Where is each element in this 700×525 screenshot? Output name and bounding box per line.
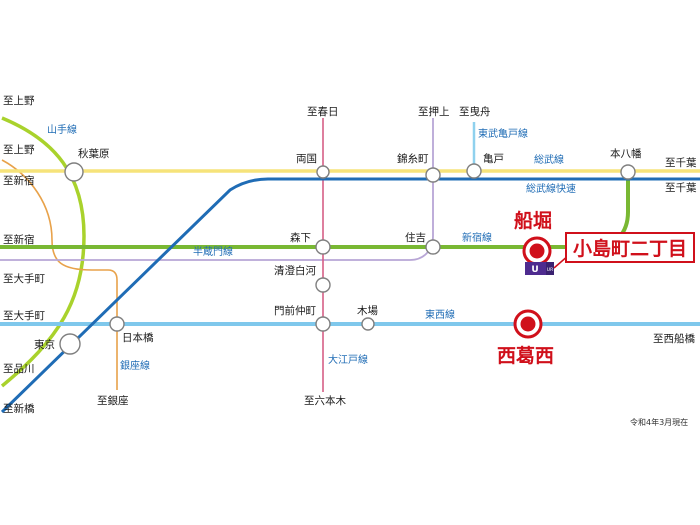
station-morishita-name: 森下: [290, 231, 311, 244]
dir-ueno-2: 至上野: [3, 144, 35, 156]
shinjuku-line-label: 新宿線: [462, 231, 492, 244]
yamanote-line: [0, 116, 86, 388]
ginza-line-label: 銀座線: [120, 359, 150, 372]
station-kiyosumi-marker: [315, 277, 331, 293]
svg-text:UR: UR: [547, 267, 553, 273]
dir-roppongi: 至六本木: [304, 394, 346, 407]
sobu-rapid-line-label: 総武線快速: [526, 182, 576, 195]
station-tokyo-name: 東京: [34, 338, 55, 351]
dir-kasuga: 至春日: [307, 106, 339, 118]
station-nishikasai-name: 西葛西: [497, 345, 554, 367]
hanzomon-line-label: 半蔵門線: [193, 245, 233, 258]
station-sumiyoshi-marker: [425, 239, 441, 255]
station-ryogoku-marker: [316, 165, 330, 179]
station-kameido-marker: [466, 163, 482, 179]
dir-otemachi-hanzomon: 至大手町: [3, 272, 45, 285]
dir-shinjuku-line: 至新宿: [3, 233, 35, 246]
oedo-line-label: 大江戸線: [328, 353, 368, 366]
dir-ginza: 至銀座: [97, 394, 129, 407]
station-motoyawata-marker: [620, 164, 636, 180]
station-kiba-marker: [361, 317, 375, 331]
station-kameido-name: 亀戸: [483, 152, 504, 165]
station-akihabara-name: 秋葉原: [78, 147, 110, 160]
station-funabori-name: 船堀: [514, 209, 552, 232]
dir-hikifune: 至曳舟: [459, 105, 491, 118]
dir-nishifunabashi: 至西船橋: [653, 332, 695, 345]
as-of-note: 令和4年3月現在: [630, 417, 688, 427]
dir-chiba-rapid: 至千葉: [665, 181, 697, 194]
station-monzen-name: 門前仲町: [274, 304, 316, 317]
station-funabori-dot: [529, 243, 545, 259]
station-sumiyoshi-name: 住吉: [405, 231, 426, 244]
station-tokyo-marker: [59, 333, 81, 355]
station-monzen-marker: [315, 316, 331, 332]
hanzomon-line: [0, 175, 434, 261]
dir-shinagawa: 至品川: [3, 363, 35, 375]
dir-otemachi-tozai: 至大手町: [3, 309, 45, 322]
station-nishikasai-dot: [520, 316, 536, 332]
dir-ueno-1: 至上野: [3, 95, 35, 107]
station-kiba-name: 木場: [357, 304, 378, 317]
site-name: 小島町二丁目: [573, 237, 687, 260]
dir-chiba-sobu: 至千葉: [665, 156, 697, 169]
dir-shimbashi: 至新橋: [3, 402, 35, 415]
sobu-line-label: 総武線: [534, 153, 564, 166]
station-akihabara-marker: [64, 162, 84, 182]
station-motoyawata-name: 本八幡: [610, 147, 642, 160]
station-kinshicho-marker: [425, 167, 441, 183]
sobu-rapid-line: [0, 177, 700, 414]
station-nihonbashi-marker: [109, 316, 125, 332]
site-callout-box: [565, 232, 695, 263]
tobu-kameido-line-label: 東武亀戸線: [478, 127, 528, 140]
station-morishita-marker: [315, 239, 331, 255]
tozai-line-label: 東西線: [425, 308, 455, 321]
station-ryogoku-name: 両国: [296, 153, 317, 165]
ur-mark: U UR: [525, 262, 554, 275]
ginza-line: [1, 159, 118, 390]
dir-oshiage: 至押上: [418, 105, 450, 118]
station-kinshicho-name: 錦糸町: [397, 152, 429, 165]
svg-text:U: U: [531, 265, 538, 275]
dir-shinjuku-sobu: 至新宿: [3, 174, 35, 187]
station-kiyosumi-name: 清澄白河: [274, 264, 316, 277]
yamanote-line-label: 山手線: [47, 123, 77, 136]
station-nihonbashi-name: 日本橋: [122, 331, 154, 344]
